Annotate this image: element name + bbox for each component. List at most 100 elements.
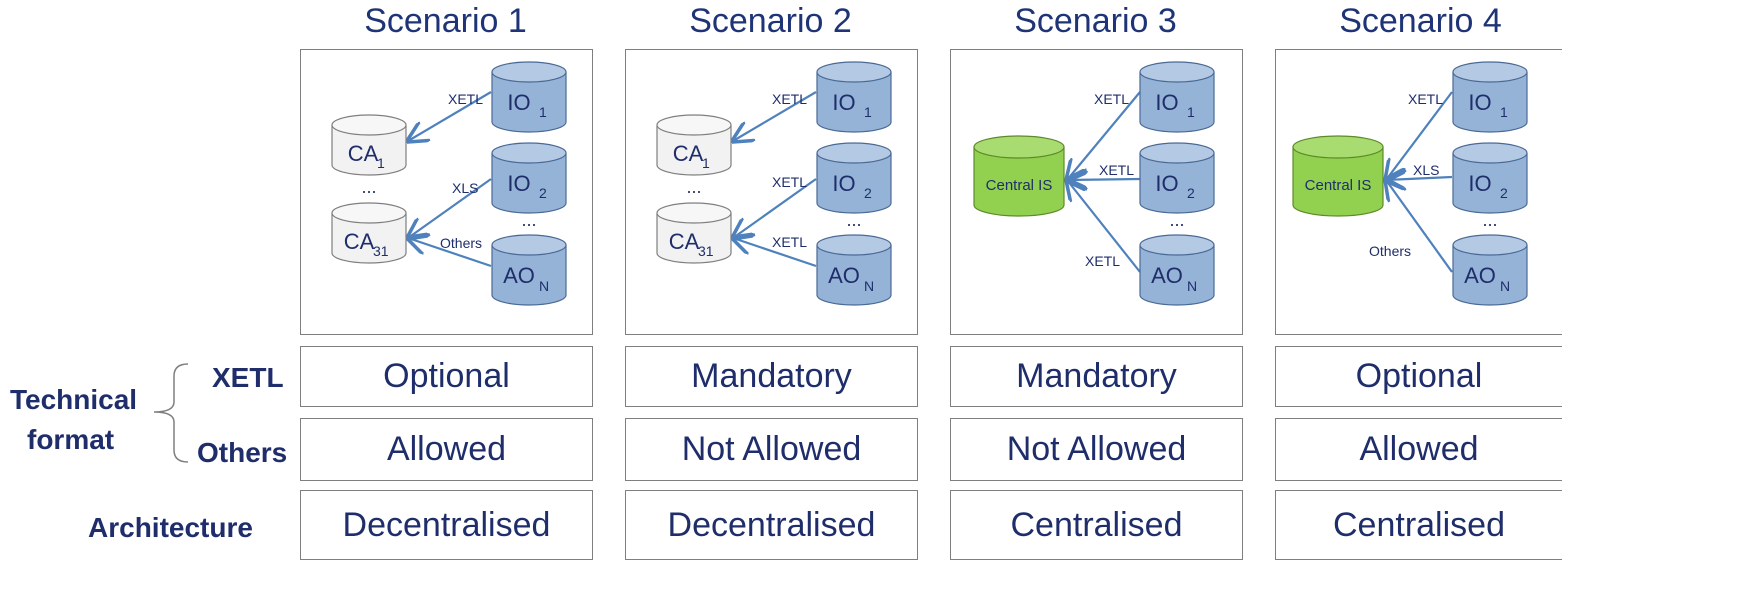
scenario-2-architecture-cell: Decentralised xyxy=(625,490,918,560)
svg-text:N: N xyxy=(539,278,549,294)
svg-text:2: 2 xyxy=(864,185,872,201)
scenario-1-xetl-cell: Optional xyxy=(300,346,593,407)
scenario-4-xetl-cell: Optional xyxy=(1275,346,1562,407)
scenario-3-xetl-cell: Mandatory xyxy=(950,346,1243,407)
edge-label: XETL xyxy=(1408,91,1443,107)
dots-left: ... xyxy=(686,177,701,197)
scenario-1-title: Scenario 1 xyxy=(364,2,527,40)
scenario-3-svg: XETL XETL XETL IO 1 IO 2 ... AO N Centra… xyxy=(973,61,1215,306)
scenario-2-svg: XETL XETL XETL IO 1 IO 2 ... AO N CA 1 . xyxy=(656,61,892,306)
io1-cylinder: IO 1 xyxy=(1452,61,1528,133)
io2-cylinder: IO 2 xyxy=(1452,142,1528,214)
svg-text:IO: IO xyxy=(507,90,530,115)
dots-right: ... xyxy=(1482,210,1497,230)
svg-text:IO: IO xyxy=(832,171,855,196)
arrow-io1-ca1 xyxy=(733,91,817,141)
edge-label: XETL xyxy=(772,234,807,250)
ca1-cylinder: CA 1 xyxy=(331,114,407,176)
edge-label: Others xyxy=(1369,243,1411,259)
svg-text:2: 2 xyxy=(539,185,547,201)
svg-text:1: 1 xyxy=(539,104,547,120)
io1-cylinder: IO 1 xyxy=(1139,61,1215,133)
io2-cylinder: IO 2 xyxy=(816,142,892,214)
io1-cylinder: IO 1 xyxy=(491,61,567,133)
brace-icon xyxy=(153,363,189,463)
svg-text:AO: AO xyxy=(828,263,860,288)
edge-label: Others xyxy=(440,235,482,251)
svg-text:IO: IO xyxy=(1468,171,1491,196)
svg-text:IO: IO xyxy=(1155,171,1178,196)
aon-cylinder: AO N xyxy=(1452,234,1528,306)
edge-label: XETL xyxy=(772,174,807,190)
aon-cylinder: AO N xyxy=(491,234,567,306)
scenario-1-diagram: XETL XLS Others IO 1 IO 2 ... AO N xyxy=(300,49,593,335)
dots-left: ... xyxy=(361,177,376,197)
arrow-io1-central xyxy=(1386,91,1453,180)
io1-cylinder: IO 1 xyxy=(816,61,892,133)
scenario-1-others-cell: Allowed xyxy=(300,418,593,481)
ca1-cylinder: CA 1 xyxy=(656,114,732,176)
io2-cylinder: IO 2 xyxy=(491,142,567,214)
edge-label: XLS xyxy=(1413,162,1439,178)
svg-text:IO: IO xyxy=(507,171,530,196)
scenario-3-architecture-cell: Centralised xyxy=(950,490,1243,560)
arrow-aon-ca31 xyxy=(408,238,492,268)
arrow-aon-ca31 xyxy=(733,238,817,268)
svg-text:1: 1 xyxy=(702,155,710,171)
svg-text:AO: AO xyxy=(1464,263,1496,288)
scenario-1-architecture-cell: Decentralised xyxy=(300,490,593,560)
arrow-io2-ca31 xyxy=(408,178,492,238)
scenario-3-diagram: XETL XETL XETL IO 1 IO 2 ... AO N Centra… xyxy=(950,49,1243,335)
svg-text:31: 31 xyxy=(698,243,714,259)
edge-label: XETL xyxy=(772,91,807,107)
svg-text:1: 1 xyxy=(864,104,872,120)
svg-text:N: N xyxy=(1500,278,1510,294)
scenario-1-svg: XETL XLS Others IO 1 IO 2 ... AO N xyxy=(331,61,567,306)
svg-text:IO: IO xyxy=(832,90,855,115)
edge-label: XETL xyxy=(448,91,483,107)
aon-cylinder: AO N xyxy=(1139,234,1215,306)
ca31-cylinder: CA 31 xyxy=(331,202,407,264)
edge-label: XETL xyxy=(1099,162,1134,178)
svg-text:CA: CA xyxy=(348,141,379,166)
scenario-3-others-cell: Not Allowed xyxy=(950,418,1243,481)
scenario-4-title: Scenario 4 xyxy=(1339,2,1502,40)
svg-text:31: 31 xyxy=(373,243,389,259)
svg-text:AO: AO xyxy=(1151,263,1183,288)
scenario-4-svg: XETL XLS Others IO 1 IO 2 ... AO N Centr… xyxy=(1292,61,1528,306)
scenario-4-diagram: XETL XLS Others IO 1 IO 2 ... AO N Centr… xyxy=(1275,49,1562,335)
svg-text:2: 2 xyxy=(1500,185,1508,201)
technical-format-label-line1: Technical xyxy=(10,384,138,415)
svg-text:1: 1 xyxy=(1500,104,1508,120)
arrow-io1-ca1 xyxy=(408,91,492,141)
edge-label: XETL xyxy=(1085,253,1120,269)
svg-text:CA: CA xyxy=(344,229,375,254)
svg-text:N: N xyxy=(864,278,874,294)
svg-text:CA: CA xyxy=(669,229,700,254)
svg-text:N: N xyxy=(1187,278,1197,294)
scenario-2-xetl-cell: Mandatory xyxy=(625,346,918,407)
central-is-cylinder: Central IS xyxy=(1292,135,1384,217)
io2-cylinder: IO 2 xyxy=(1139,142,1215,214)
arrow-io2-central xyxy=(1067,179,1141,180)
svg-text:IO: IO xyxy=(1155,90,1178,115)
scenario-2-others-cell: Not Allowed xyxy=(625,418,918,481)
svg-text:2: 2 xyxy=(1187,185,1195,201)
aon-cylinder: AO N xyxy=(816,234,892,306)
dots-right: ... xyxy=(521,210,536,230)
dots-right: ... xyxy=(846,210,861,230)
svg-text:1: 1 xyxy=(377,155,385,171)
svg-text:Central IS: Central IS xyxy=(1305,177,1372,194)
others-row-label: Others xyxy=(197,437,288,468)
ca31-cylinder: CA 31 xyxy=(656,202,732,264)
svg-text:IO: IO xyxy=(1468,90,1491,115)
svg-text:Central IS: Central IS xyxy=(986,177,1053,194)
scenario-2-title: Scenario 2 xyxy=(689,2,852,40)
dots-right: ... xyxy=(1169,210,1184,230)
scenario-4-others-cell: Allowed xyxy=(1275,418,1562,481)
scenario-4-architecture-cell: Centralised xyxy=(1275,490,1562,560)
edge-label: XLS xyxy=(452,180,478,196)
arrow-io1-central xyxy=(1067,91,1141,180)
arrow-aon-central xyxy=(1067,180,1141,273)
central-is-cylinder: Central IS xyxy=(973,135,1065,217)
